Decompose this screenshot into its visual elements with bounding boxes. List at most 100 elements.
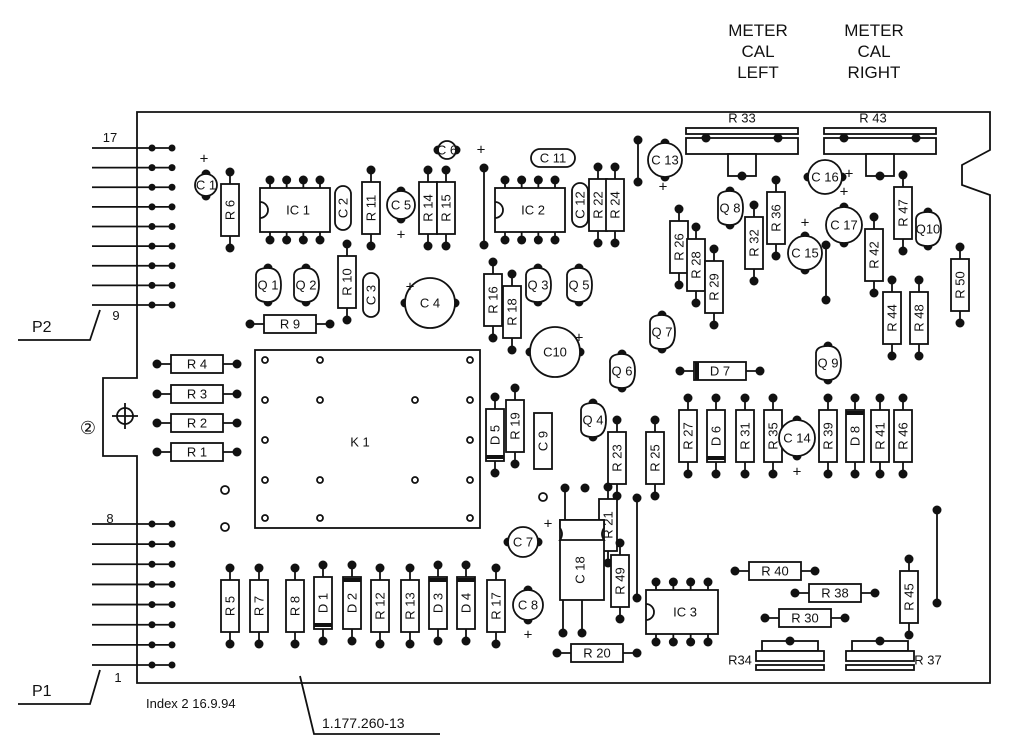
capacitor-c10: C10 + [525,326,585,378]
resistor-r45: R 45 [899,554,919,640]
component-label: R 8 [288,596,303,616]
resistor-r40: R 40 [730,561,820,581]
capacitor-c12: C 12 [571,182,589,228]
component-label: C 9 [536,431,551,451]
component-label: Q 7 [652,325,673,340]
diode-d4: D 4 [456,560,476,646]
resistor-r15: R 15 [436,165,456,251]
component-label: R 31 [738,422,753,449]
part-number: 1.177.260-13 [322,715,405,731]
trimmer-r43: R 43 [823,111,937,181]
p1-label: P1 [32,683,52,700]
capacitor-c18: C 18 [558,483,606,638]
component-label: R 26 [672,233,687,260]
transistor-q7: Q 7 [649,310,676,354]
resistor-r39: R 39 [818,393,838,479]
component-label: R 9 [280,317,300,332]
component-label: R 19 [508,412,523,439]
meter-right-line2: CAL [857,42,890,61]
resistor-r27: R 27 [678,393,698,479]
transistor-q9: Q 9 [815,341,842,385]
component-label: Q10 [916,222,941,237]
polarity-mark: + [793,464,802,481]
component-label: Q 9 [818,356,839,371]
resistor-r9: R 9 [245,314,335,334]
component-label: R 4 [187,357,207,372]
component-label: C 3 [364,285,379,305]
component-label: R 14 [421,194,436,221]
resistor-r28: R 28 [686,222,706,308]
capacitor-c16: C 16+ [803,159,854,195]
resistor-r2: R 2 [152,413,242,433]
resistor-r31: R 31 [735,393,755,479]
mount-label: ② [80,418,96,438]
resistor-r14: R 14 [418,165,438,251]
polarity-mark: + [840,184,849,201]
capacitor-c11: C 11 [530,148,576,168]
transistor-q6: Q 6 [609,349,636,393]
component-label: R 11 [364,195,379,222]
resistor-r23: R 23 [607,415,627,501]
component-label: R 30 [791,611,818,626]
polarity-mark: + [801,215,810,232]
component-label: Q 1 [258,278,279,293]
component-label: R 5 [223,596,238,616]
resistor-r7: R 7 [249,563,269,649]
capacitor-c1: C 1+ [194,151,218,201]
resistor-r35: R 35 [763,393,783,479]
component-label: R 32 [747,229,762,256]
transistor-q10: Q10 [915,207,942,251]
component-label: R 7 [252,596,267,616]
component-label: D 5 [488,425,503,445]
component-label: C10 [543,345,567,360]
component-label: R 29 [707,273,722,300]
capacitor-c13: C 13+ [647,138,683,196]
p2-label: P2 [32,319,52,336]
component-label: R34 [728,653,752,668]
component-label: R 46 [896,422,911,449]
board-outline [102,111,991,684]
polarity-mark: + [524,627,533,644]
component-label: D 7 [710,364,730,379]
component-label: D 4 [459,593,474,613]
resistor-r26: R 26 [669,204,689,290]
polarity-mark: + [575,330,584,347]
component-label: IC 1 [286,203,310,218]
header-labels: METER CAL LEFT METER CAL RIGHT [728,21,904,82]
resistor-r29: R 29 [704,244,724,330]
capacitor-c17: C 17+ [825,184,863,248]
component-label: IC 2 [521,203,545,218]
ic-ic1: IC 1 [259,175,331,245]
component-label: R 39 [821,422,836,449]
trimmer-r34: R34 [728,636,825,671]
meter-left-line1: METER [728,21,788,40]
p2-pin-9: 9 [112,308,119,323]
resistor-r24: R 24 [605,162,625,248]
resistor-r36: R 36 [766,175,786,261]
component-label: D 3 [431,593,446,613]
component-label: R 6 [223,200,238,220]
component-label: R 41 [873,422,888,449]
resistor-r22: R 22 [588,162,608,248]
component-label: R 12 [373,592,388,619]
component-label: C 15 [791,246,818,261]
component-label: R 47 [896,199,911,226]
component-label: D 6 [709,426,724,446]
component-label: IC 3 [673,605,697,620]
capacitor-c2: C 2 [334,185,352,231]
component-label: R 28 [689,251,704,278]
component-label: R 2 [187,416,207,431]
component-label: R 23 [610,444,625,471]
index-label: Index 2 16.9.94 [146,696,236,711]
component-label: R 27 [681,422,696,449]
component-label: R 33 [728,111,755,126]
resistor-r4: R 4 [152,354,242,374]
diode-d5: D 5 [485,392,505,478]
component-label: K 1 [350,435,370,450]
resistor-r30: R 30 [760,608,850,628]
resistor-r49: R 49 [610,538,630,624]
component-label: D 8 [848,426,863,446]
capacitor-c8: C 8+ [512,585,544,644]
component-label: R 13 [403,592,418,619]
jumper-wire [633,135,643,187]
